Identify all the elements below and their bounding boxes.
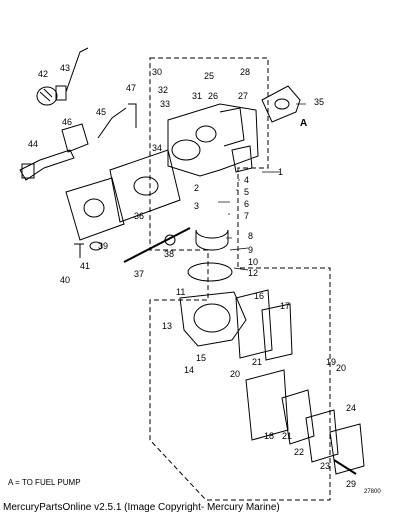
callout-14: 14 [184, 365, 195, 375]
callout-24: 24 [346, 403, 357, 413]
callout-9: 9 [248, 245, 254, 255]
callout-46: 46 [62, 117, 73, 127]
pump-body [245, 369, 289, 441]
callout-28: 28 [240, 67, 251, 77]
callout-12: 12 [248, 268, 259, 278]
callout-23: 23 [320, 461, 331, 471]
callout-26: 26 [208, 91, 219, 101]
callout-34: 34 [152, 143, 163, 153]
callout-42: 42 [38, 69, 49, 79]
callout-36: 36 [134, 211, 145, 221]
callout-20b: 20 [336, 363, 347, 373]
callout-21: 21 [252, 357, 263, 367]
gasket-16 [235, 289, 273, 359]
assembly-boundary [149, 57, 331, 501]
diaphragm-22 [281, 389, 315, 445]
callout-6: 6 [244, 199, 250, 209]
callout-32: 32 [158, 85, 169, 95]
callout-7: 7 [244, 211, 250, 221]
legend-note: A = TO FUEL PUMP [8, 478, 81, 487]
callout-30: 30 [152, 67, 163, 77]
callout-10: 10 [248, 257, 259, 267]
screw-29 [333, 459, 357, 475]
leader-lines [218, 103, 306, 271]
callout-19: 19 [326, 357, 337, 367]
cover-24 [329, 423, 365, 475]
callout-16: 16 [254, 291, 265, 301]
callout-13: 13 [162, 321, 173, 331]
callout-18: 18 [264, 431, 275, 441]
callout-29: 29 [346, 479, 357, 489]
callout-15: 15 [196, 353, 207, 363]
bracket-part [61, 123, 89, 153]
callout-3: 3 [194, 201, 200, 211]
callout-47: 47 [126, 83, 137, 93]
callout-40: 40 [60, 275, 71, 285]
gasket-23 [305, 409, 339, 463]
callout-20: 20 [230, 369, 241, 379]
callout-44: 44 [28, 139, 39, 149]
screw-part-40 [74, 243, 84, 258]
callout-37: 37 [134, 269, 145, 279]
callout-11: 11 [176, 287, 186, 297]
callout-17: 17 [280, 301, 291, 311]
callout-1: 1 [278, 167, 284, 177]
callout-43: 43 [60, 63, 71, 73]
gasket-plate-part [65, 177, 125, 241]
screw-part [128, 103, 137, 128]
copyright-footer: MercuryPartsOnline v2.5.1 (Image Copyrig… [3, 502, 280, 513]
callout-22: 22 [294, 447, 305, 457]
callout-45: 45 [96, 107, 107, 117]
callout-27: 27 [238, 91, 249, 101]
callout-33: 33 [160, 99, 171, 109]
carburetor-body [167, 103, 259, 177]
drawing-number: 27800 [364, 489, 381, 495]
cover-17 [261, 303, 293, 361]
cable-part [97, 107, 127, 139]
float-part [195, 229, 229, 251]
callout-8: 8 [248, 231, 254, 241]
float-bowl [179, 291, 247, 347]
callout-4: 4 [244, 175, 250, 185]
callout-25: 25 [204, 71, 215, 81]
callout-21b: 21 [282, 431, 293, 441]
callout-2: 2 [194, 183, 200, 193]
fuel-pump-gasket [261, 85, 301, 123]
plate-part [109, 149, 181, 223]
callout-38: 38 [164, 249, 175, 259]
oring-part [187, 262, 233, 282]
callout-41: 41 [80, 261, 91, 271]
stud-part [123, 227, 191, 263]
callout-31: 31 [192, 91, 203, 101]
callout-35: 35 [314, 97, 325, 107]
knob-part [19, 149, 75, 181]
callout-39: 39 [98, 241, 109, 251]
marker-a: A [300, 118, 308, 129]
choke-knob-part [36, 47, 89, 106]
callout-5: 5 [244, 187, 250, 197]
